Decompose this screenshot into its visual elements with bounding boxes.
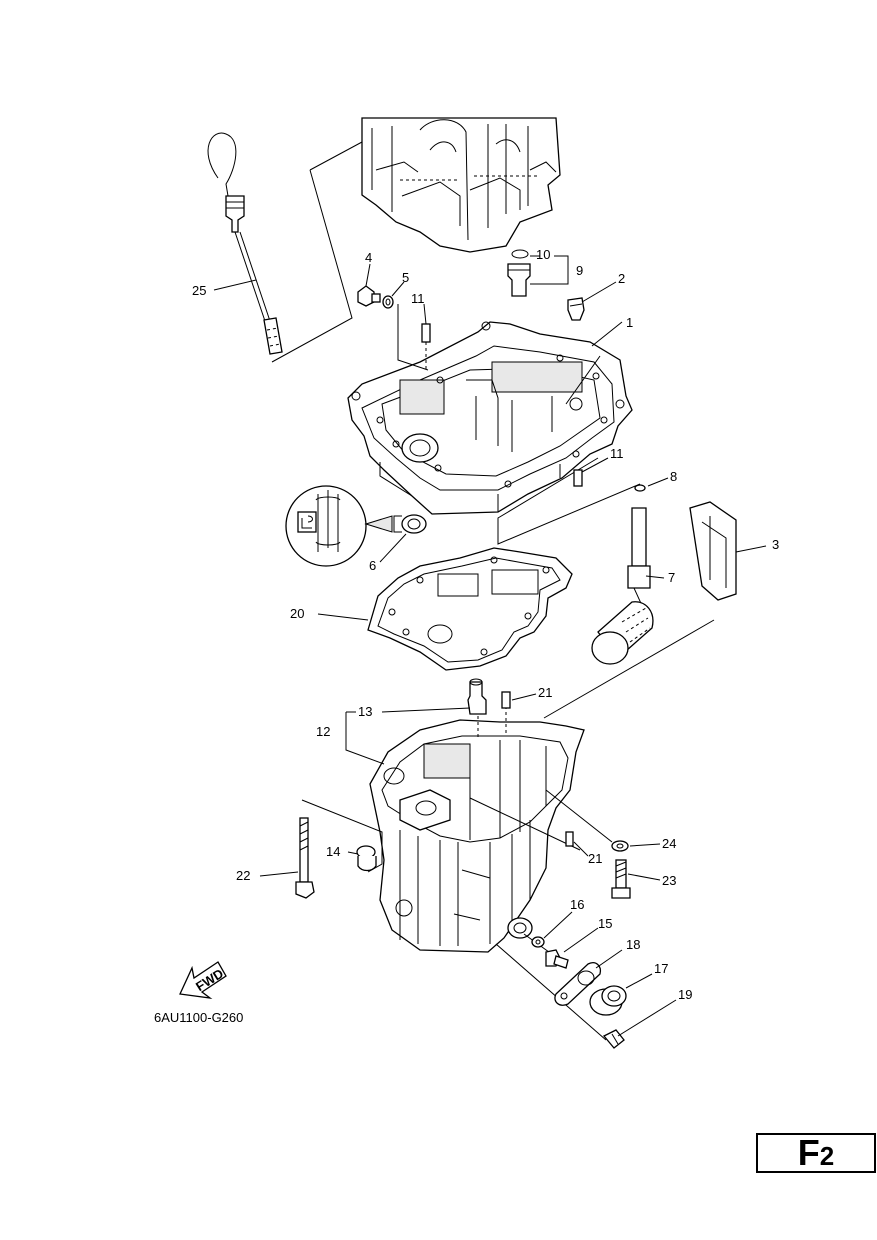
screw-19 [602, 1029, 625, 1049]
grease-icon [297, 511, 317, 533]
callout-8: 8 [670, 469, 677, 484]
drawing-code: 6AU1100-G260 [154, 1010, 243, 1025]
callout-15: 15 [598, 916, 612, 931]
callout-25: 25 [192, 283, 206, 298]
callout-6: 6 [369, 558, 376, 573]
washer-5 [382, 295, 394, 309]
callout-7: 7 [668, 570, 675, 585]
drain-leader [495, 933, 607, 1041]
upper-oil-case [347, 321, 633, 515]
callout-24: 24 [662, 836, 676, 851]
dipstick-leader-box [271, 141, 363, 363]
dipstick [207, 132, 283, 355]
callout-16: 16 [570, 897, 584, 912]
callout-13: 13 [358, 704, 372, 719]
callout-9: 9 [576, 263, 583, 278]
callout-11-lower: 11 [610, 446, 624, 461]
callout-11-upper: 11 [411, 291, 425, 306]
bolt-22 [295, 817, 315, 899]
dowel-pin-21-top [501, 691, 511, 709]
seal-detail-circle [285, 485, 393, 567]
lower-case-12 [369, 704, 585, 953]
pipe-13 [467, 678, 487, 715]
union-fitting-9 [507, 249, 531, 297]
dowel-pin-21-right [565, 831, 574, 847]
callout-3: 3 [772, 537, 779, 552]
gasket-20 [367, 547, 573, 671]
bolt-23 [611, 859, 631, 899]
dowel-pin-upper-right [573, 469, 583, 487]
page-code-box: F 2 [756, 1133, 876, 1173]
fwd-arrow-icon: FWD [179, 961, 227, 999]
upper-case-leader [397, 304, 641, 545]
callout-5: 5 [402, 270, 409, 285]
grommet-14 [356, 845, 377, 872]
callout-10: 10 [536, 247, 550, 262]
callout-2: 2 [618, 271, 625, 286]
callout-14: 14 [326, 844, 340, 859]
callout-4: 4 [365, 250, 372, 265]
bolt-4 [357, 285, 381, 307]
callout-23: 23 [662, 873, 676, 888]
washer-16 [531, 936, 545, 948]
page-code-number: 2 [819, 1141, 835, 1171]
bolt-15 [545, 949, 569, 969]
callout-leaders [213, 255, 767, 1037]
cover-3 [689, 501, 737, 601]
plug-2 [567, 297, 585, 321]
callout-20: 20 [290, 606, 304, 621]
callout-21-top: 21 [538, 685, 552, 700]
callout-18: 18 [626, 937, 640, 952]
page-code-letter: F [797, 1132, 820, 1173]
lower-case-leader [301, 619, 715, 873]
callout-22: 22 [236, 868, 250, 883]
callout-17: 17 [654, 961, 668, 976]
callout-12: 12 [316, 724, 330, 739]
engine-block [361, 117, 561, 253]
washer-24 [611, 840, 629, 852]
callout-21-right: 21 [588, 851, 602, 866]
oil-seal-6 [393, 514, 427, 534]
callout-19: 19 [678, 987, 692, 1002]
callout-1: 1 [626, 315, 633, 330]
gasket-18 [554, 962, 602, 1006]
plate-17 [589, 985, 627, 1016]
oil-strainer-7 [591, 484, 654, 665]
drain-boss [507, 917, 533, 939]
